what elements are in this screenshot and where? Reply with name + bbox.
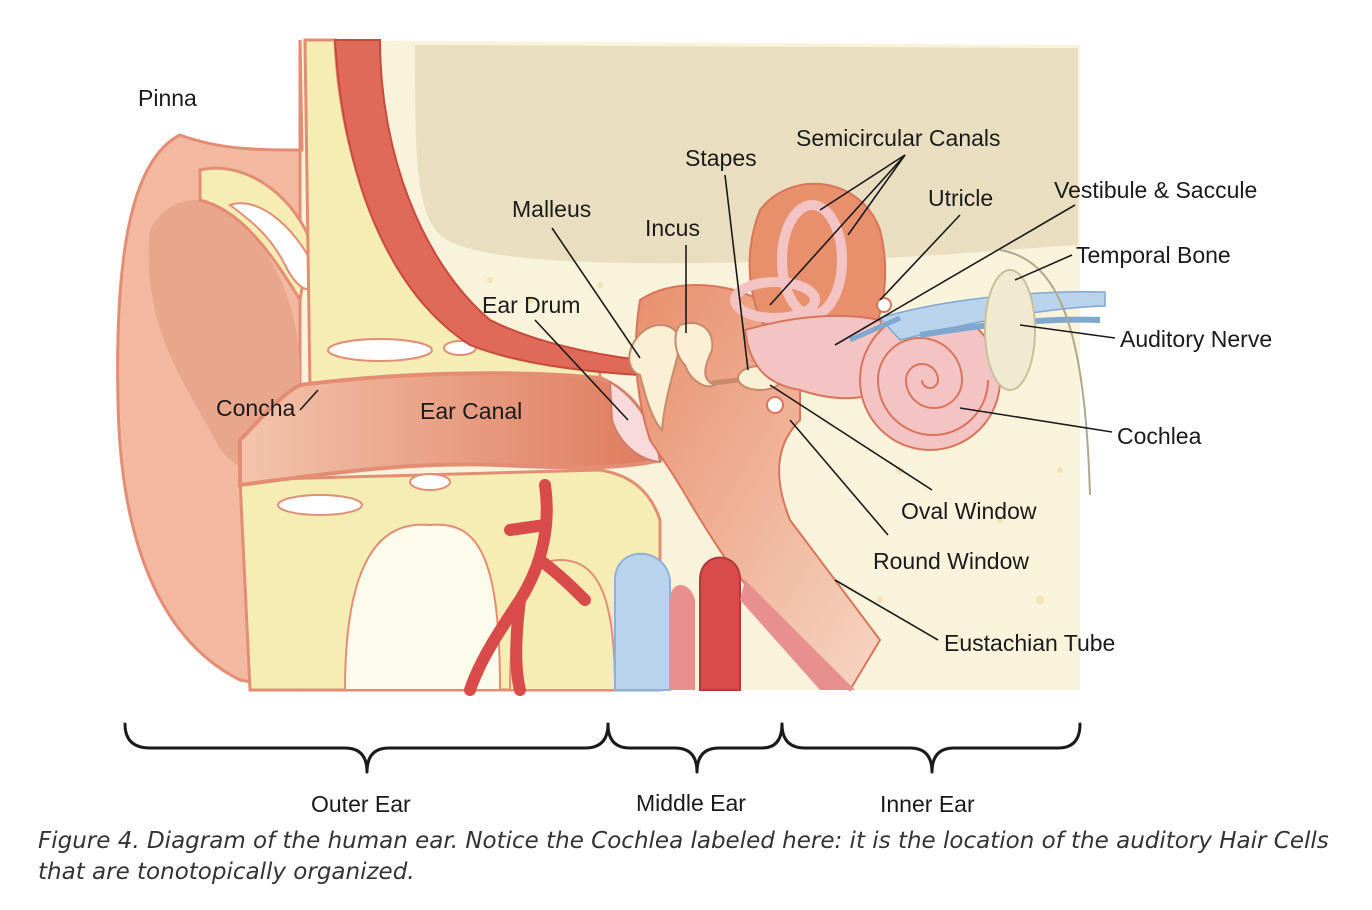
blood-vessels xyxy=(464,479,855,696)
ear-drum-shape xyxy=(608,380,662,464)
leader-lines xyxy=(299,154,1116,641)
artery-branch xyxy=(464,479,591,696)
label-vestibule-saccule: Vestibule & Saccule xyxy=(1054,177,1257,203)
figure-caption: Figure 4. Diagram of the human ear. Noti… xyxy=(38,828,1329,885)
leader-semicircular-1 xyxy=(819,154,906,211)
section-inner-ear: Inner Ear xyxy=(880,791,975,817)
cartilage xyxy=(238,38,662,692)
leader-concha xyxy=(299,389,319,411)
leader-cochlea xyxy=(959,407,1113,433)
label-malleus: Malleus xyxy=(512,196,591,222)
label-auditory-nerve: Auditory Nerve xyxy=(1120,326,1272,352)
leader-temporal-bone xyxy=(1014,254,1073,281)
label-concha: Concha xyxy=(216,395,295,421)
leader-semicircular-3 xyxy=(769,154,906,306)
label-temporal-bone: Temporal Bone xyxy=(1076,242,1231,268)
inner-ear xyxy=(730,182,1106,496)
label-stapes: Stapes xyxy=(685,145,757,171)
label-semicircular-canals: Semicircular Canals xyxy=(796,125,1001,151)
leader-utricle xyxy=(879,214,961,301)
label-utricle: Utricle xyxy=(928,185,993,211)
leader-vestibule xyxy=(834,204,1076,346)
concha-shape xyxy=(148,200,300,474)
label-cochlea: Cochlea xyxy=(1117,423,1202,449)
leader-ear-drum xyxy=(534,319,629,421)
ear-canal-shape xyxy=(238,371,663,488)
temporal-bone-region xyxy=(415,45,1078,264)
utricle-shape xyxy=(876,297,892,313)
label-ear-canal: Ear Canal xyxy=(420,398,522,424)
leader-eustachian-tube xyxy=(834,579,939,641)
leader-round-window xyxy=(789,419,889,536)
leader-stapes xyxy=(724,174,749,371)
vein-shape xyxy=(614,552,671,691)
section-outer-ear: Outer Ear xyxy=(311,791,411,817)
brace-middle-ear xyxy=(606,722,784,774)
brace-inner-ear xyxy=(780,722,1082,774)
brace-outer-ear xyxy=(123,722,610,774)
leader-semicircular-2 xyxy=(847,154,906,236)
label-ear-drum: Ear Drum xyxy=(482,292,580,318)
label-incus: Incus xyxy=(645,215,700,241)
labels: Pinna Concha Ear Canal Ear Drum Malleus … xyxy=(138,85,1272,656)
leader-auditory-nerve xyxy=(1019,324,1116,339)
label-oval-window: Oval Window xyxy=(901,498,1037,524)
label-eustachian-tube: Eustachian Tube xyxy=(944,630,1115,656)
label-pinna: Pinna xyxy=(138,85,197,111)
section-braces: Outer Ear Middle Ear Inner Ear xyxy=(123,722,1082,817)
leader-oval-window xyxy=(769,384,933,491)
oval-window-shape xyxy=(766,396,784,414)
label-round-window: Round Window xyxy=(873,548,1029,574)
leader-malleus xyxy=(551,227,641,359)
section-middle-ear: Middle Ear xyxy=(636,790,746,816)
